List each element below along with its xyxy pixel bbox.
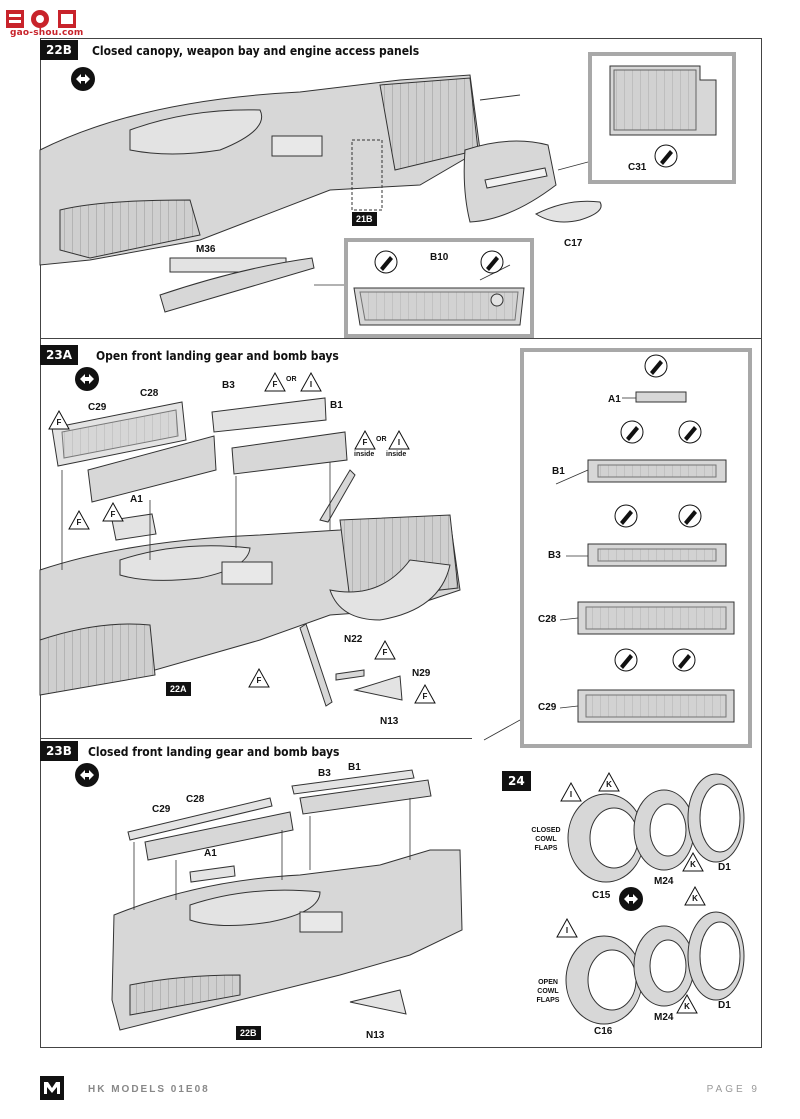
part-label-c28-inset: C28 (538, 614, 557, 625)
footer-brand: HK MODELS 01E08 (88, 1084, 210, 1095)
part-label-b3-inset: B3 (548, 550, 561, 561)
marker-f: F (256, 676, 262, 685)
inside-note: inside (386, 451, 407, 458)
marker-f: F (422, 692, 428, 701)
part-label-m24: M24 (654, 876, 674, 887)
part-label-b1: B1 (330, 400, 343, 411)
marker-k: K (606, 780, 612, 789)
part-label-b3-23b: B3 (318, 768, 331, 779)
part-label-a1-23b: A1 (204, 848, 217, 859)
ref-step-22b: 22B (236, 1026, 261, 1040)
part-label-c17: C17 (564, 238, 583, 249)
part-label-c31: C31 (628, 162, 647, 173)
part-label-m24b: M24 (654, 1012, 674, 1023)
watermark-text: gao-shou.com (10, 28, 84, 38)
marker-f: F (382, 648, 388, 657)
flip-model-icon (75, 367, 99, 391)
step-badge-24: 24 (502, 771, 531, 791)
section-divider (40, 338, 762, 339)
step-title-22b: Closed canopy, weapon bay and engine acc… (92, 44, 420, 58)
step-title-23b: Closed front landing gear and bomb bays (88, 745, 340, 759)
or-note: OR (376, 436, 387, 443)
flip-model-icon (619, 887, 643, 911)
step-badge-23a: 23A (40, 345, 78, 365)
or-note: OR (286, 376, 297, 383)
part-label-d1: D1 (718, 862, 731, 873)
marker-k: K (692, 894, 698, 903)
marker-i: I (397, 438, 401, 447)
part-label-a1-inset: A1 (608, 394, 621, 405)
marker-f: F (110, 510, 116, 519)
marker-i: I (569, 790, 573, 799)
marker-f: F (76, 518, 82, 527)
inside-note: inside (354, 451, 375, 458)
part-label-c29-inset: C29 (538, 702, 557, 713)
part-label-d1b: D1 (718, 1000, 731, 1011)
part-label-c28-23b: C28 (186, 794, 205, 805)
part-label-m36: M36 (196, 244, 216, 255)
part-label-n29: N29 (412, 668, 431, 679)
part-label-n22: N22 (344, 634, 363, 645)
section-divider (40, 738, 472, 739)
marker-k: K (690, 860, 696, 869)
part-label-b3: B3 (222, 380, 235, 391)
part-label-n13-23b: N13 (366, 1030, 385, 1041)
flip-model-icon (71, 67, 95, 91)
part-label-a1: A1 (130, 494, 143, 505)
part-label-b1-inset: B1 (552, 466, 565, 477)
marker-f: F (362, 438, 368, 447)
ref-step-22a: 22A (166, 682, 191, 696)
flip-model-icon (75, 763, 99, 787)
step-title-23a: Open front landing gear and bomb bays (96, 349, 339, 363)
marker-i: I (565, 926, 569, 935)
part-label-c29: C29 (88, 402, 107, 413)
step-badge-23b: 23B (40, 741, 78, 761)
part-label-c15: C15 (592, 890, 611, 901)
part-label-c16: C16 (594, 1026, 613, 1037)
marker-i: I (309, 380, 313, 389)
site-watermark-logo (4, 6, 94, 42)
marker-f: F (56, 418, 62, 427)
part-label-n13: N13 (380, 716, 399, 727)
marker-k: K (684, 1002, 690, 1011)
page-number: PAGE 9 (706, 1084, 760, 1095)
hk-models-logo (40, 1076, 64, 1100)
part-label-b10: B10 (430, 252, 449, 263)
step-badge-22b: 22B (40, 40, 78, 60)
part-label-c28: C28 (140, 388, 159, 399)
marker-f: F (272, 380, 278, 389)
part-label-b1-23b: B1 (348, 762, 361, 773)
part-label-c29-23b: C29 (152, 804, 171, 815)
ref-step-21b: 21B (352, 212, 377, 226)
